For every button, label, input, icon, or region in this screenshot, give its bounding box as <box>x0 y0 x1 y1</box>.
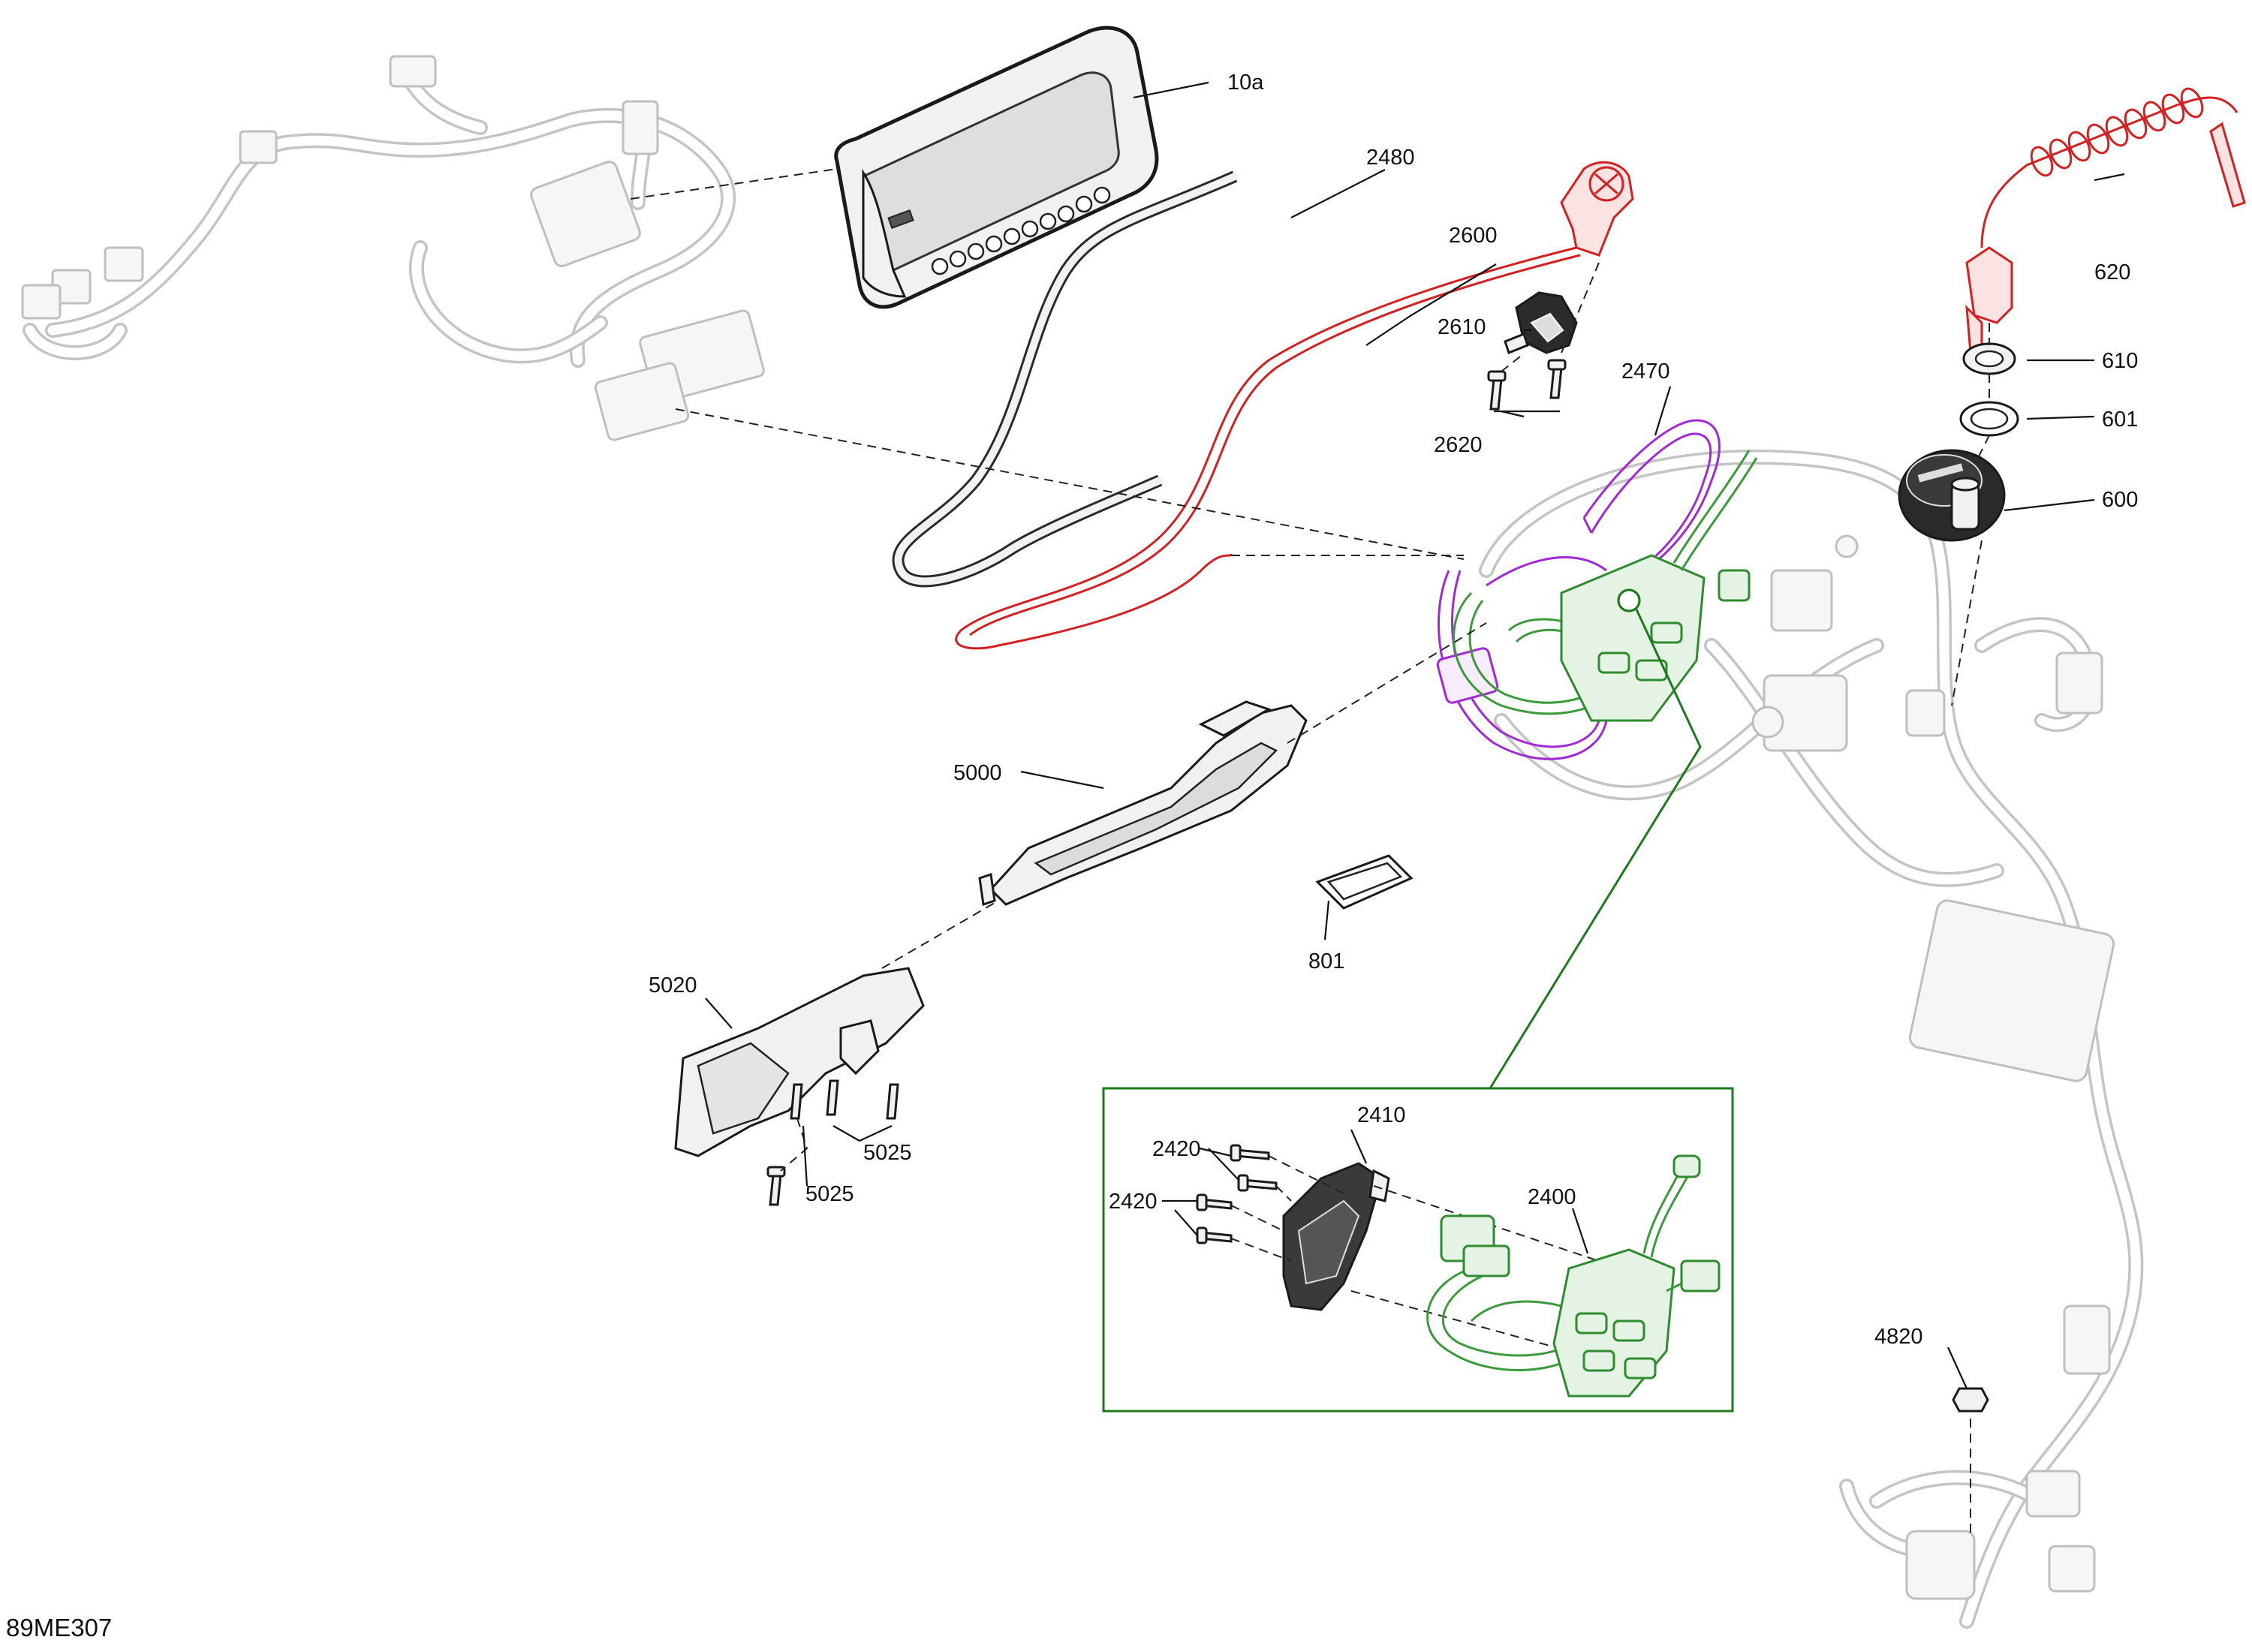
safety-lanyard-620 <box>1965 87 2246 354</box>
part-labels: 10a 2480 2600 2610 2620 2470 620 610 601… <box>649 71 2138 1349</box>
screws-5025 <box>766 1079 899 1206</box>
ghost-harness-left <box>21 55 765 441</box>
washer-601 <box>1959 401 2019 437</box>
callout-link <box>1489 588 1702 1089</box>
gasket-801 <box>1315 854 1414 910</box>
rod-2480 <box>892 170 1239 588</box>
screws-2620 <box>1487 359 1567 411</box>
label-2420-upper: 2420 <box>1152 1137 1201 1161</box>
label-600: 600 <box>2102 488 2138 512</box>
label-5025-right: 5025 <box>863 1141 912 1165</box>
label-5025-left: 5025 <box>805 1182 854 1206</box>
nut-610 <box>1962 342 2016 375</box>
ghost-harness-right <box>1479 449 2144 1629</box>
label-801: 801 <box>1308 949 1344 973</box>
leader-lines <box>705 81 2125 1389</box>
wire-loom-2470 <box>1436 419 1721 760</box>
label-10a: 10a <box>1227 71 1264 95</box>
label-5020: 5020 <box>649 973 697 998</box>
label-2410: 2410 <box>1357 1103 1406 1127</box>
bracket-2610 <box>1504 291 1578 354</box>
module-5000 <box>978 700 1308 906</box>
label-2480: 2480 <box>1366 146 1415 170</box>
gauge-display-10a <box>834 26 1159 309</box>
label-2620: 2620 <box>1434 433 1483 457</box>
label-2470: 2470 <box>1621 360 1670 384</box>
label-2610: 2610 <box>1438 315 1486 339</box>
tether-cable-2600 <box>955 161 1634 650</box>
label-5000: 5000 <box>953 761 1002 785</box>
multifunction-switch-2400 <box>1426 1154 1721 1398</box>
bracket-5020 <box>674 967 925 1157</box>
label-620: 620 <box>2094 260 2130 284</box>
reference-lines <box>630 168 1990 1539</box>
screws-2420 <box>1196 1144 1600 1352</box>
label-4820: 4820 <box>1874 1325 1923 1349</box>
nut-4820 <box>1952 1387 1989 1413</box>
label-2600: 2600 <box>1449 224 1498 248</box>
ignition-switch-600 <box>1898 449 2006 542</box>
switch-cover-2410 <box>1282 1162 1390 1311</box>
label-2420-lower: 2420 <box>1109 1190 1158 1214</box>
diagram-code: 89ME307 <box>6 1614 112 1641</box>
label-601: 601 <box>2102 408 2138 432</box>
callout-box <box>1102 1087 1734 1413</box>
label-610: 610 <box>2102 349 2138 373</box>
label-2400: 2400 <box>1528 1185 1576 1209</box>
